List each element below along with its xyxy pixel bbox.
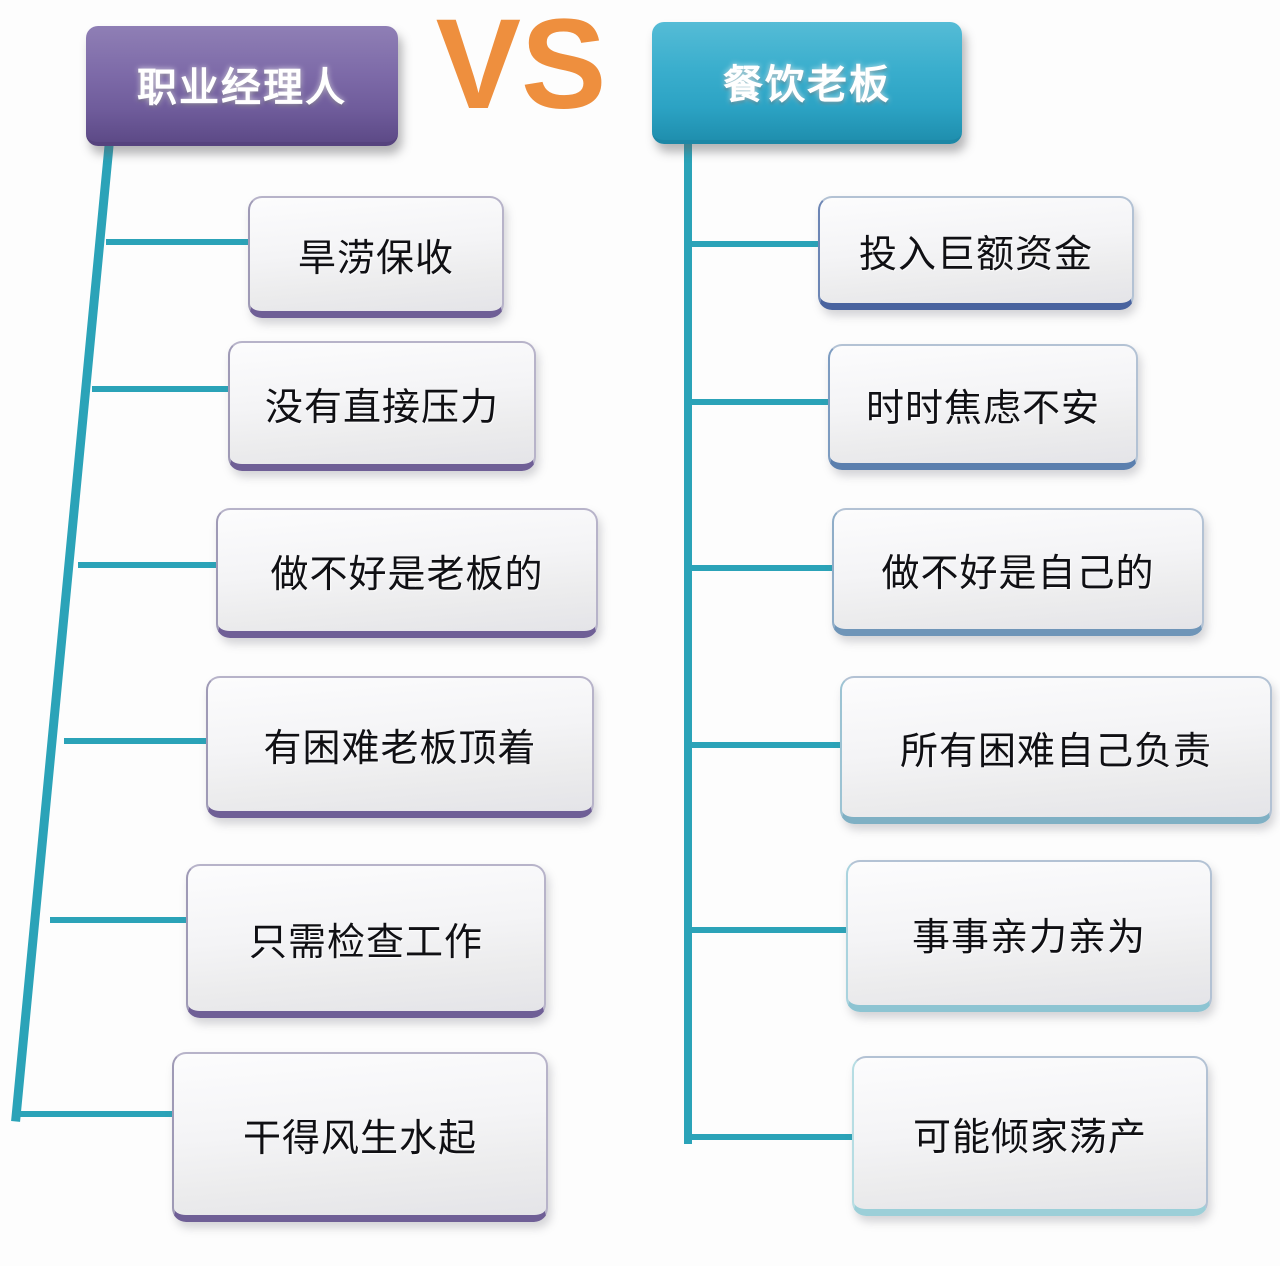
right-item-6-label: 可能倾家荡产 [912,1117,1147,1159]
left-item-6[interactable]: 干得风生水起 [172,1052,548,1222]
header-restaurant-owner[interactable]: 餐饮老板 [652,22,962,144]
left-item-2[interactable]: 没有直接压力 [228,341,536,471]
left-trunk [11,141,114,1122]
right-item-4-label: 所有困难自己负责 [899,731,1212,773]
right-item-1[interactable]: 投入巨额资金 [818,196,1134,310]
header-professional-manager-label: 职业经理人 [137,66,347,110]
left-item-5-label: 只需检查工作 [248,922,483,964]
left-item-3-label: 做不好是老板的 [270,554,544,596]
right-item-3-label: 做不好是自己的 [881,553,1155,595]
right-item-4[interactable]: 所有困难自己负责 [840,676,1272,824]
left-item-1[interactable]: 旱涝保收 [248,196,504,318]
right-connector-group [684,140,858,1144]
right-item-1-label: 投入巨额资金 [858,234,1093,276]
left-item-5[interactable]: 只需检查工作 [186,864,546,1018]
right-item-2[interactable]: 时时焦虑不安 [828,344,1138,470]
header-restaurant-owner-label: 餐饮老板 [723,63,891,107]
left-connector-group [11,141,252,1122]
right-item-5-label: 事事亲力亲为 [911,917,1146,959]
left-item-4-label: 有困难老板顶着 [263,728,537,770]
left-item-2-label: 没有直接压力 [264,387,499,429]
left-item-6-label: 干得风生水起 [242,1118,477,1160]
right-item-5[interactable]: 事事亲力亲为 [846,860,1212,1012]
right-item-3[interactable]: 做不好是自己的 [832,508,1204,636]
right-item-2-label: 时时焦虑不安 [865,388,1100,430]
versus-label: VS [435,0,607,136]
right-item-6[interactable]: 可能倾家荡产 [852,1056,1208,1216]
left-item-1-label: 旱涝保收 [297,238,454,280]
left-item-4[interactable]: 有困难老板顶着 [206,676,594,818]
left-item-3[interactable]: 做不好是老板的 [216,508,598,638]
header-professional-manager[interactable]: 职业经理人 [86,26,398,146]
